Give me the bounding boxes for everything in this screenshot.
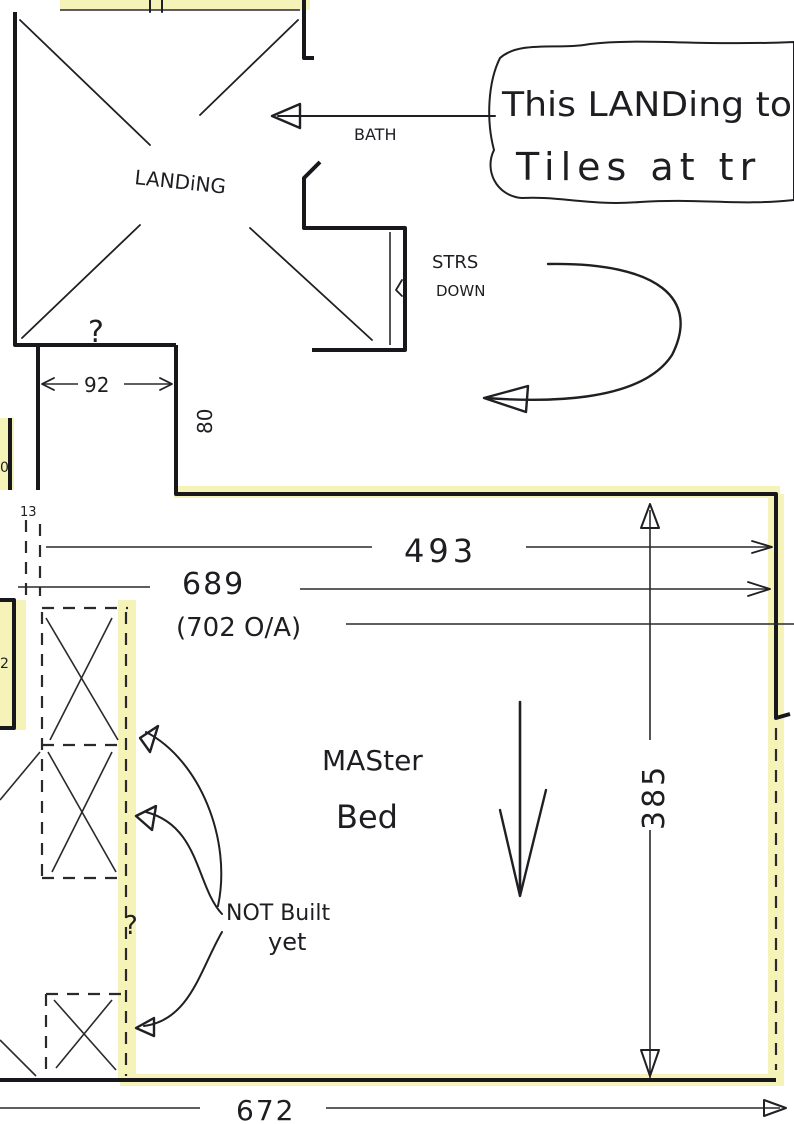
dim-width-total-alt-label: (702 O/A): [176, 613, 301, 643]
note-cloud: [488, 40, 794, 204]
bath-pointer-arrow: [270, 102, 496, 130]
note-text-line1: This LANDing to: [501, 85, 792, 125]
not-built-arrows: [134, 724, 223, 1038]
dim-bottom-label: 672: [236, 1094, 295, 1124]
edge-fragment-upper: 0: [0, 460, 9, 476]
dim-door-width: [41, 377, 173, 391]
dim-height-label: 385: [637, 764, 672, 830]
edge-fragment-lower: 2: [0, 656, 9, 672]
room-arrow: [498, 700, 548, 898]
dim-door-width-label: 92: [84, 373, 109, 397]
dim-bottom: [0, 1099, 787, 1117]
dim-widths: [18, 520, 794, 625]
dim-width-upper-label: 493: [404, 532, 477, 570]
room-name-line1: MASter: [322, 744, 423, 777]
side-question-mark: ?: [124, 911, 138, 941]
dim-wall-thickness-label: 13: [20, 505, 37, 520]
note-text-line2: Tiles at tr: [515, 145, 761, 189]
room-name-line2: Bed: [336, 798, 398, 836]
door-question-mark: ?: [88, 315, 104, 350]
not-built-label-line1: NOT Built: [226, 901, 330, 926]
landing-label: LANDiNG: [133, 165, 227, 198]
not-built-label-line2: yet: [268, 928, 306, 956]
dim-corridor-depth-label: 80: [193, 409, 217, 434]
stairs-label-line1: STRS: [432, 252, 478, 273]
stairs-label-line2: DOWN: [436, 282, 485, 300]
bath-label: BATH: [354, 125, 396, 144]
stairs-arrow: [482, 262, 682, 414]
corridor: [0, 345, 791, 730]
landing-room: [13, 0, 407, 352]
dim-width-total-label: 689: [182, 567, 245, 602]
dim-height: [640, 503, 660, 1078]
master-bed-room: [0, 606, 778, 1082]
